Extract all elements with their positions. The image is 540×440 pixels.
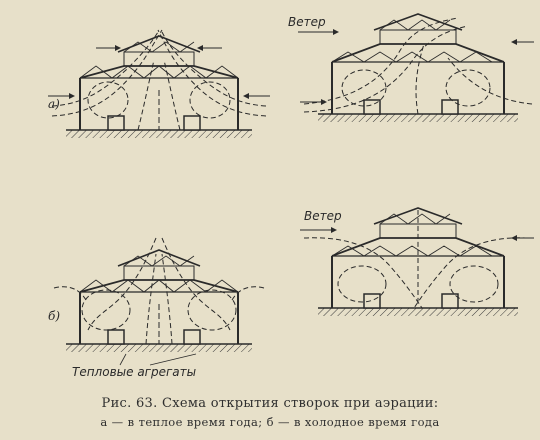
heat-units-label: Тепловые агрегаты <box>72 365 196 379</box>
panel-a-right: Ветер <box>288 13 534 123</box>
units-leader-2 <box>149 353 197 366</box>
wind-label-top: Ветер <box>288 15 326 29</box>
figure-caption: Рис. 63. Схема открытия створок при аэра… <box>101 396 439 411</box>
panel-b-left <box>53 237 265 353</box>
figure-legend: а — в теплое время года; б — в холодное … <box>100 415 440 429</box>
panel-a-left <box>48 29 270 139</box>
units-leader-1 <box>119 353 127 366</box>
panel-label-a: а) <box>48 97 60 111</box>
panel-label-b: б) <box>48 309 60 323</box>
panel-b-right: Ветер <box>300 207 534 317</box>
wind-label-bottom: Ветер <box>304 209 342 223</box>
